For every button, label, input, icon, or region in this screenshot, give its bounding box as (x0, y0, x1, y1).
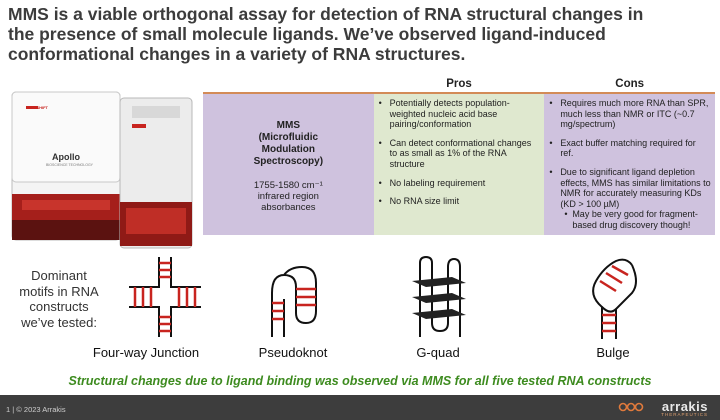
arrakis-logo-icon (618, 402, 644, 412)
motif-intro-line: constructs (29, 299, 89, 314)
instrument-brand-label: Apollo (52, 152, 80, 162)
cons-cell: Requires much more RNA than SPR, much le… (544, 93, 715, 235)
motif-intro-line: motifs in RNA (19, 283, 99, 299)
method-range-line: infrared region (257, 191, 319, 202)
motif-intro-line: we’ve tested: (21, 314, 97, 330)
motif-intro-line: Dominant (31, 268, 87, 283)
header-cons: Cons (544, 75, 715, 94)
brand-name: arrakis (661, 399, 708, 414)
header-blank (203, 75, 374, 94)
pros-item: Can detect conformational changes to as … (379, 138, 541, 170)
cons-list: Requires much more RNA than SPR, much le… (548, 98, 711, 231)
pros-item: No labeling requirement (379, 178, 541, 189)
method-name-line: MMS (276, 120, 300, 131)
method-range-line: absorbances (261, 202, 316, 213)
four-way-junction-diagram (129, 257, 201, 337)
pros-cons-table: Pros Cons MMS (Microfluidic Modulation S… (203, 75, 715, 235)
method-cell: MMS (Microfluidic Modulation Spectroscop… (203, 93, 374, 235)
title-line-2: the presence of small molecule ligands. … (8, 24, 606, 44)
header-pros: Pros (373, 75, 545, 94)
pseudoknot-diagram (271, 265, 317, 337)
pros-item: Potentially detects population-weighted … (379, 98, 541, 130)
method-range: 1755-1580 cm⁻¹ infrared region absorbanc… (207, 180, 370, 213)
copyright-text: 1 | © 2023 Arrakis (6, 405, 66, 414)
apollo-instrument-image (11, 91, 193, 249)
g-quadruplex-diagram (412, 255, 466, 337)
bulge-diagram (592, 258, 637, 339)
cons-subitem: May be very good for fragment-based drug… (564, 209, 711, 230)
cons-item: Requires much more RNA than SPR, much le… (549, 98, 711, 130)
title-line-3: conformational changes in a variety of R… (8, 44, 466, 64)
method-name-line: (Microfluidic (258, 132, 319, 143)
conclusion-text: Structural changes due to ligand binding… (68, 374, 652, 388)
motif-label-g-quad: G-quad (416, 345, 460, 360)
pros-list: Potentially detects population-weighted … (378, 98, 541, 207)
instrument-sub-label: BIOSCIENCE TECHNOLOGY (46, 163, 94, 167)
method-name: MMS (Microfluidic Modulation Spectroscop… (207, 120, 370, 168)
brand-subtitle: THERAPEUTICS (661, 412, 708, 417)
pros-cell: Potentially detects population-weighted … (373, 93, 545, 235)
motif-label-bulge: Bulge (596, 345, 630, 360)
title-line-1: MMS is a viable orthogonal assay for det… (8, 4, 644, 24)
slide-title: MMS is a viable orthogonal assay for det… (8, 4, 708, 64)
motif-label-four-way-junction: Four-way Junction (92, 345, 200, 360)
method-range-line: 1755-1580 cm⁻¹ (253, 180, 323, 191)
method-name-line: Spectroscopy) (253, 156, 324, 167)
footer-bar (0, 395, 720, 420)
instrument-badge: REDSHIFT (28, 105, 48, 110)
motif-intro-text: Dominant motifs in RNA constructs we’ve … (4, 268, 114, 330)
method-name-line: Modulation (261, 144, 315, 155)
cons-item-text: Due to significant ligand depletion effe… (560, 166, 711, 209)
cons-item: Due to significant ligand depletion effe… (549, 166, 711, 231)
pros-item: No RNA size limit (379, 196, 541, 207)
cons-item: Exact buffer matching required for ref. (549, 138, 711, 159)
motif-label-pseudoknot: Pseudoknot (258, 345, 328, 360)
